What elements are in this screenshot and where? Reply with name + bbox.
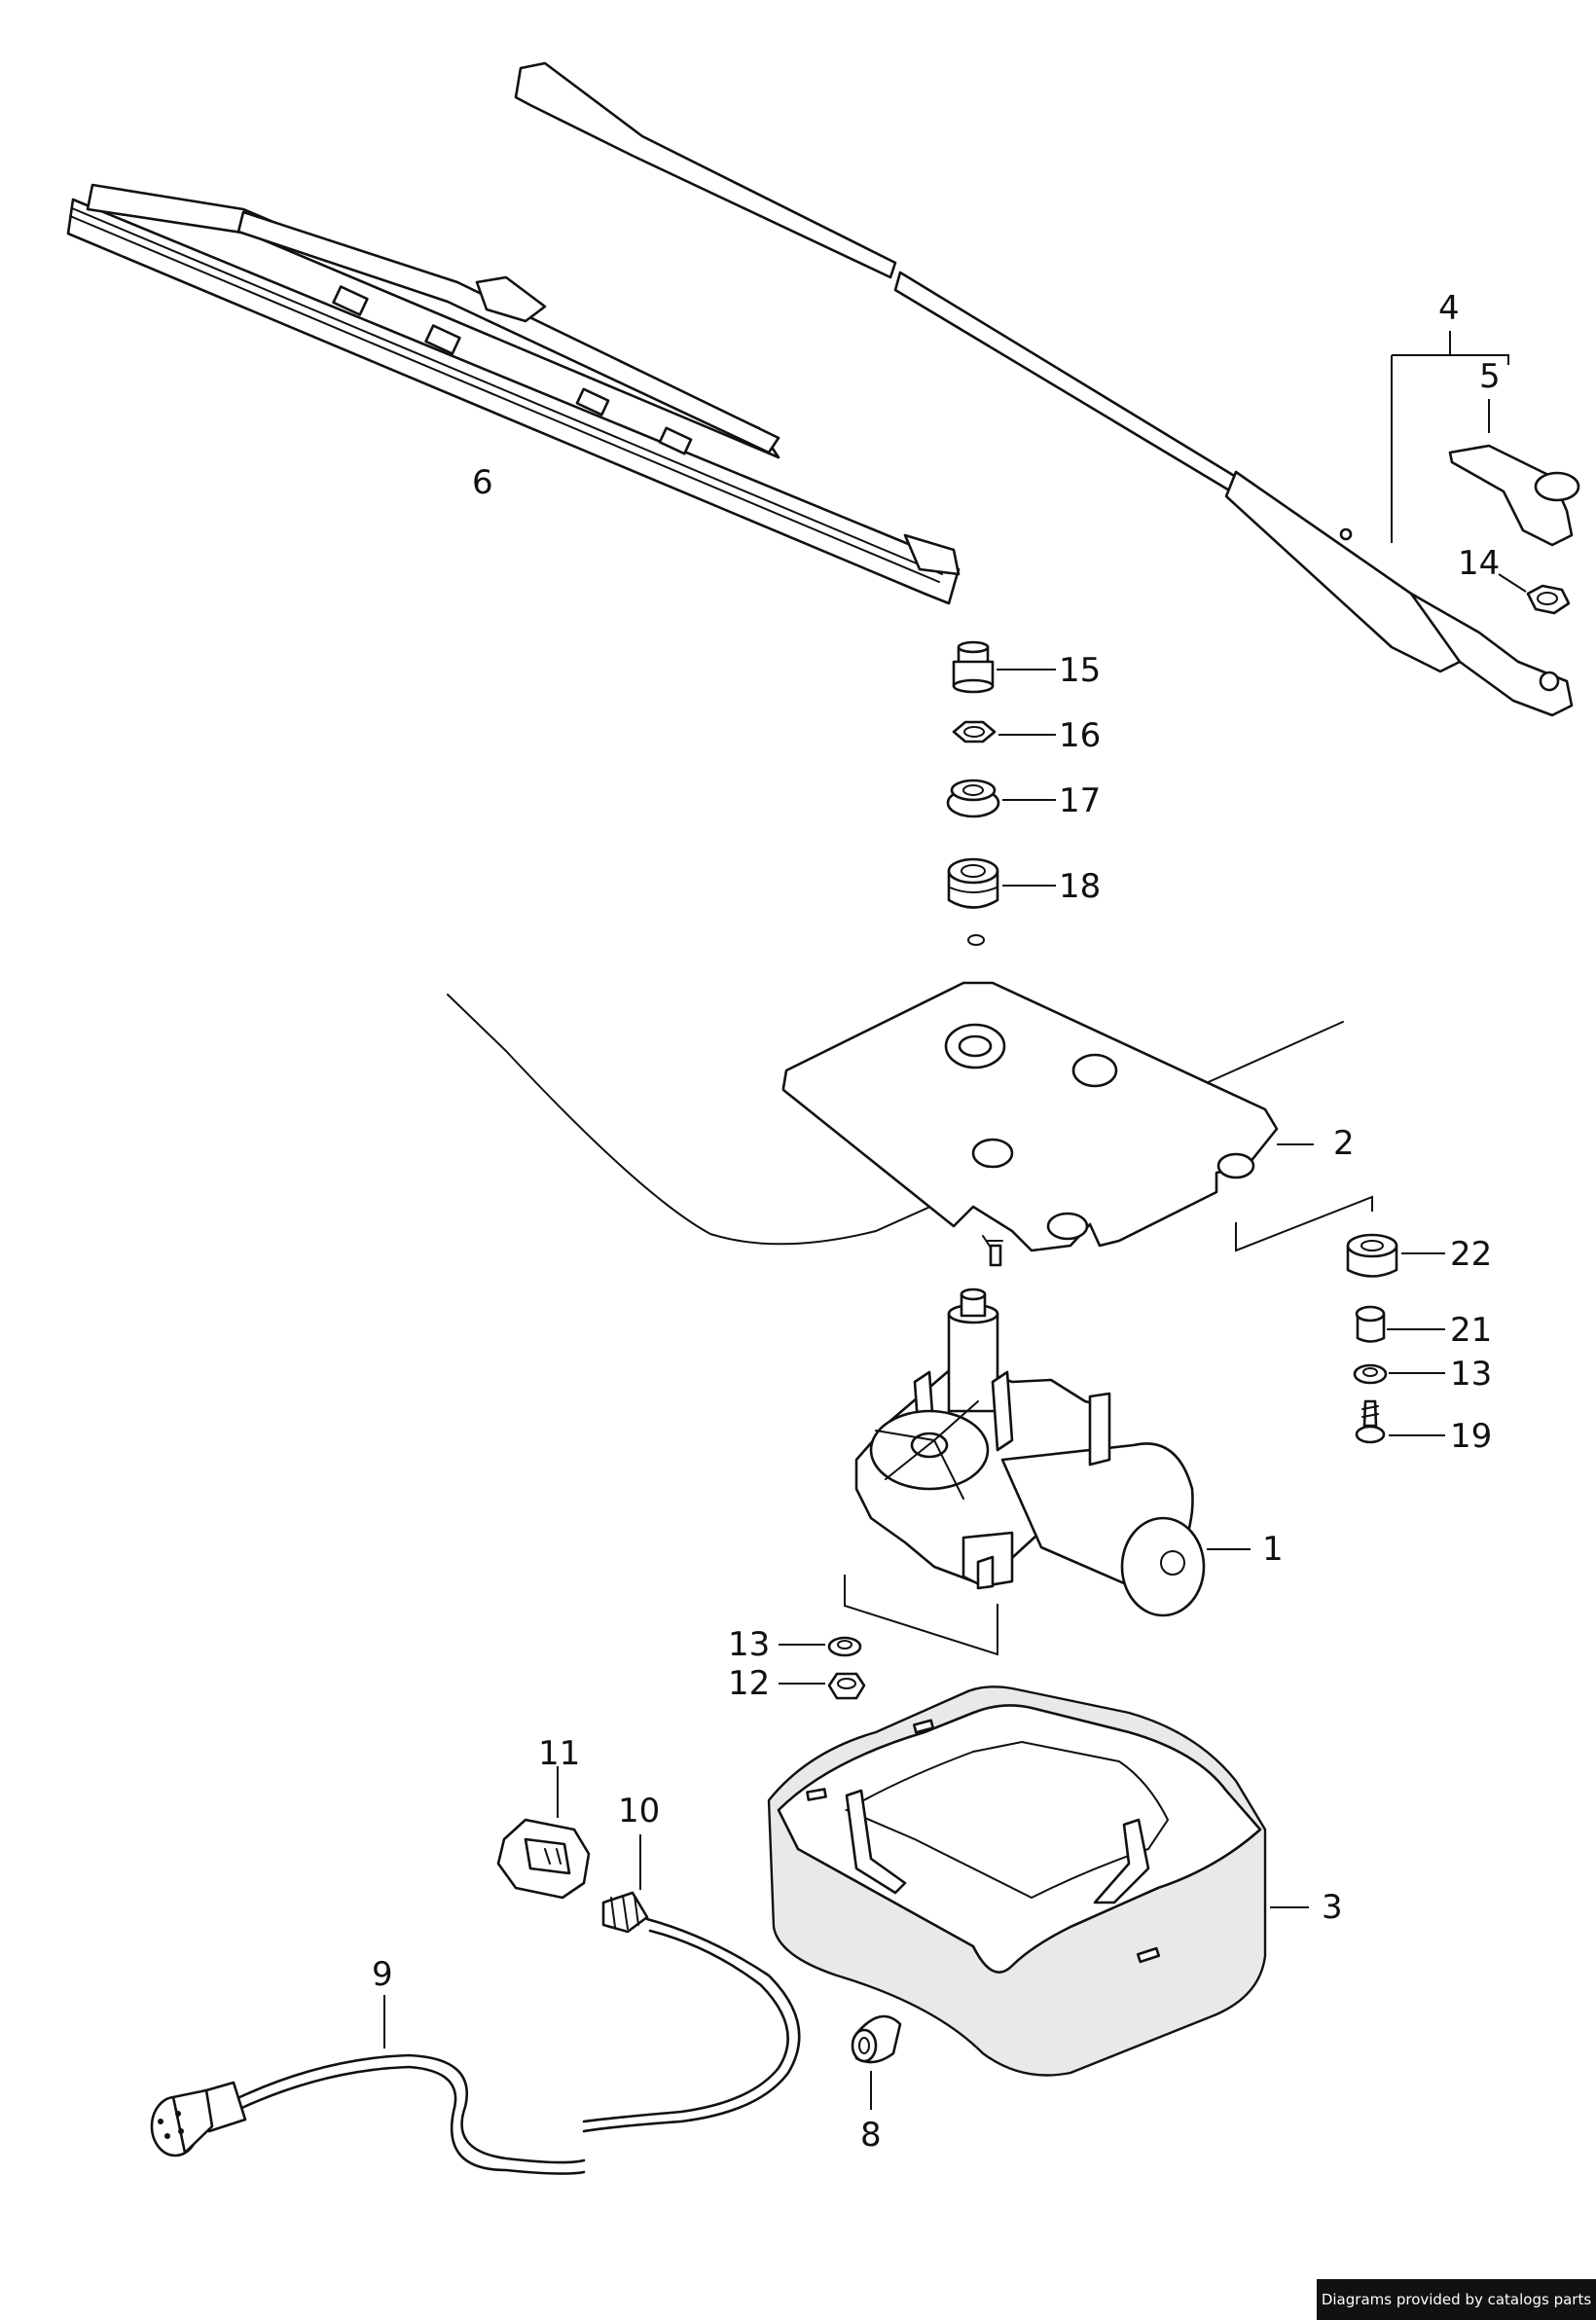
nut-16 (952, 720, 1056, 743)
callout-bracket-22 (1235, 1195, 1373, 1252)
credit-banner: Diagrams provided by catalogs parts (1317, 2279, 1596, 2320)
wiper-motor (854, 1287, 1251, 1617)
relay-socket (496, 1766, 591, 1900)
callout-10: 10 (618, 1792, 660, 1831)
callout-19: 19 (1450, 1417, 1492, 1456)
grommet-22 (1346, 1233, 1445, 1278)
callout-1: 1 (1262, 1530, 1284, 1569)
nut-14 (1498, 573, 1571, 615)
callout-8: 8 (860, 2116, 882, 2155)
motor-cover (767, 1686, 1309, 2077)
callout-bracket-13-12 (844, 1575, 998, 1656)
cable-plug (150, 1995, 586, 2175)
wiper-blade (66, 183, 961, 605)
callout-9: 9 (372, 1955, 393, 1994)
bushing-21 (1355, 1305, 1445, 1343)
callout-18: 18 (1059, 867, 1101, 906)
callout-5: 5 (1479, 357, 1501, 396)
callout-2: 2 (1333, 1124, 1355, 1163)
callout-bracket-4 (1391, 331, 1509, 543)
callout-11: 11 (538, 1734, 580, 1773)
washer-17 (946, 779, 1056, 818)
callout-21: 21 (1450, 1311, 1492, 1350)
grommet-8 (851, 2014, 902, 2110)
washer-13-upper (1353, 1363, 1445, 1385)
callout-16: 16 (1059, 716, 1101, 755)
callout-labels: 1 2 3 4 5 6 8 9 10 11 12 13 13 14 15 16 … (372, 289, 1501, 2155)
callout-15: 15 (1059, 651, 1101, 690)
grommet-18 (947, 857, 1056, 946)
washer-13-lower (779, 1636, 862, 1657)
connector-and-harness (582, 1834, 801, 2133)
callout-12: 12 (728, 1664, 770, 1703)
callout-6: 6 (472, 463, 493, 502)
wiper-arm-cap (1448, 444, 1580, 547)
screw-19 (1355, 1399, 1445, 1444)
callout-22: 22 (1450, 1235, 1492, 1274)
callout-3: 3 (1322, 1888, 1343, 1927)
callout-14: 14 (1458, 544, 1500, 583)
callout-4: 4 (1438, 289, 1460, 328)
callout-13-lower: 13 (728, 1625, 770, 1664)
wiper-arm (514, 61, 1574, 717)
bushing-15 (952, 640, 1056, 694)
mounting-plate (447, 981, 1344, 1267)
callout-17: 17 (1059, 781, 1101, 820)
nut-12 (779, 1672, 866, 1700)
callout-13-upper: 13 (1450, 1355, 1492, 1394)
